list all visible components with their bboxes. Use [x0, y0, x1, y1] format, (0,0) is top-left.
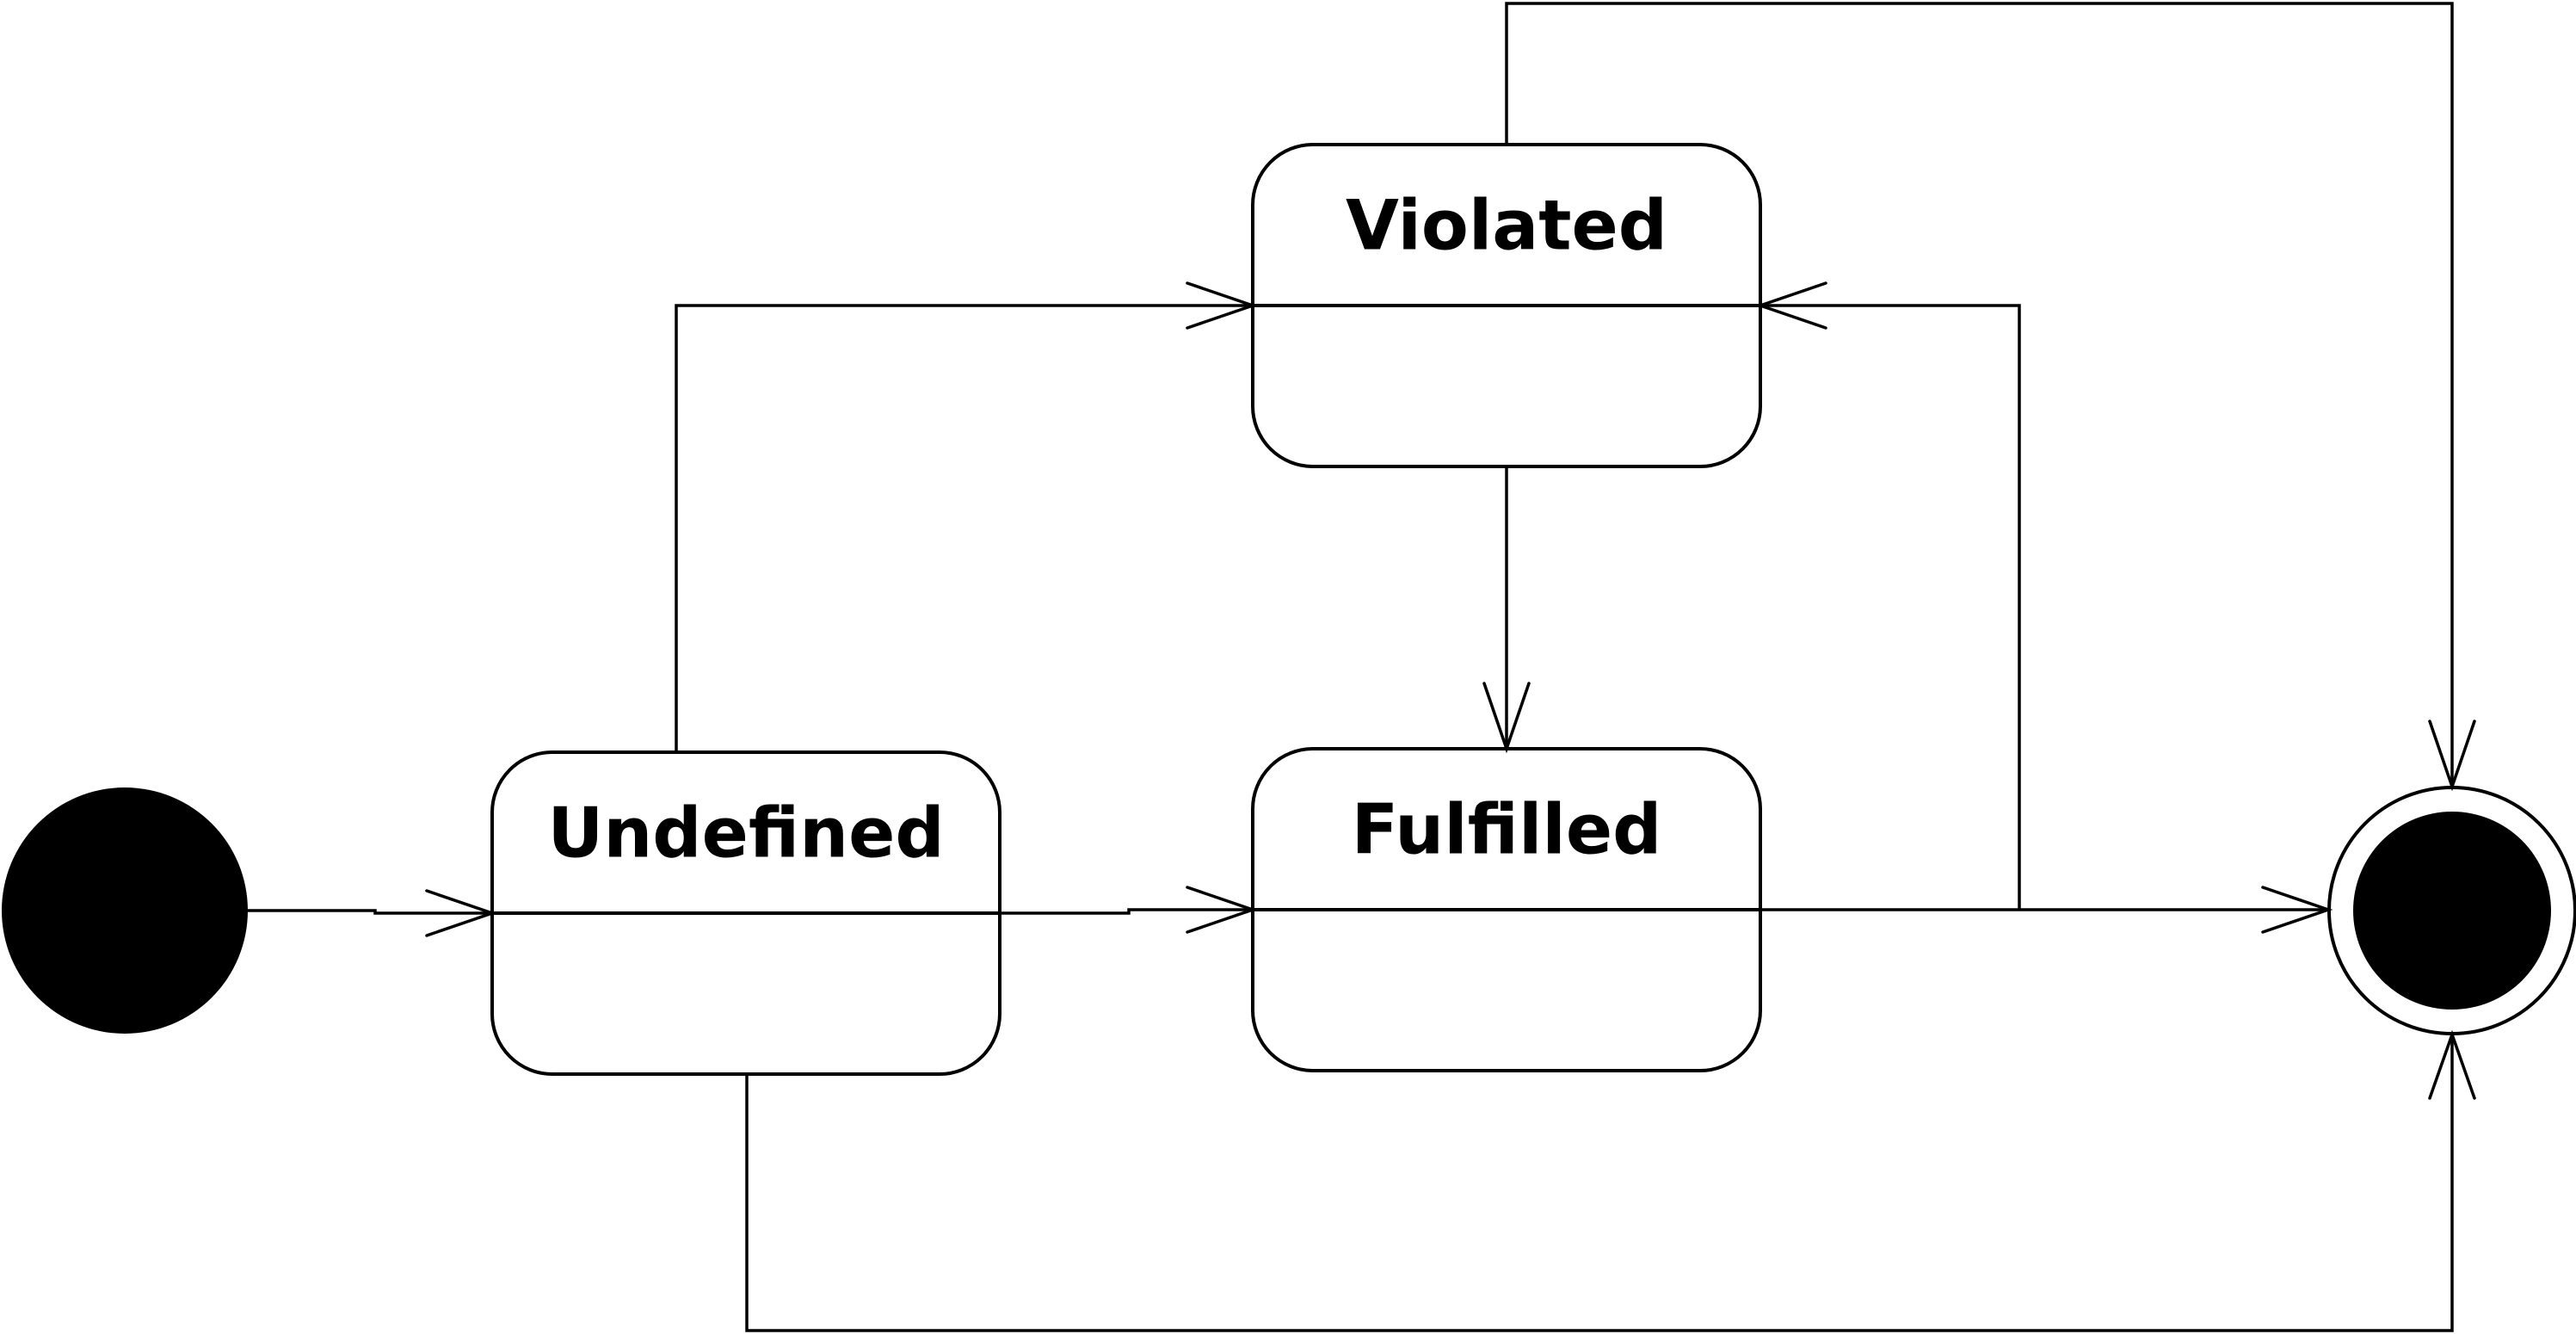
- arrowhead-into-final-left: [2261, 886, 2333, 934]
- edge-initial-to-undefined: [248, 909, 492, 915]
- arrowhead-into-undefined: [425, 889, 497, 937]
- edge-violated-to-final: [1505, 2, 2454, 787]
- state-undefined-label: Undefined: [547, 794, 944, 874]
- edge-undefined-to-fulfilled: [1000, 908, 1253, 915]
- arrowhead-into-violated-left: [1186, 281, 1258, 330]
- arrowheads: [425, 281, 2476, 1100]
- arrowhead-into-violated-right: [1755, 281, 1827, 330]
- transitions: [248, 2, 2454, 1332]
- state-fulfilled: Fulfilled: [1251, 747, 1762, 1072]
- edge-undefined-to-violated: [675, 304, 1253, 752]
- edge-undefined-to-final: [745, 1034, 2454, 1332]
- initial-pseudostate: [2, 787, 248, 1034]
- state-undefined: Undefined: [490, 750, 1001, 1076]
- arrowhead-into-final-top: [2428, 719, 2476, 792]
- state-fulfilled-label: Fulfilled: [1352, 790, 1662, 870]
- edge-fulfilled-to-violated: [1760, 304, 2021, 910]
- state-violated-label: Violated: [1346, 186, 1667, 266]
- arrowhead-into-fulfilled-top: [1482, 682, 1531, 754]
- arrowhead-into-final-bottom: [2428, 1029, 2476, 1100]
- final-pseudostate-core: [2353, 812, 2551, 1010]
- final-pseudostate: [2327, 786, 2576, 1035]
- arrowhead-into-fulfilled-left: [1186, 886, 1258, 934]
- state-violated: Violated: [1251, 143, 1762, 468]
